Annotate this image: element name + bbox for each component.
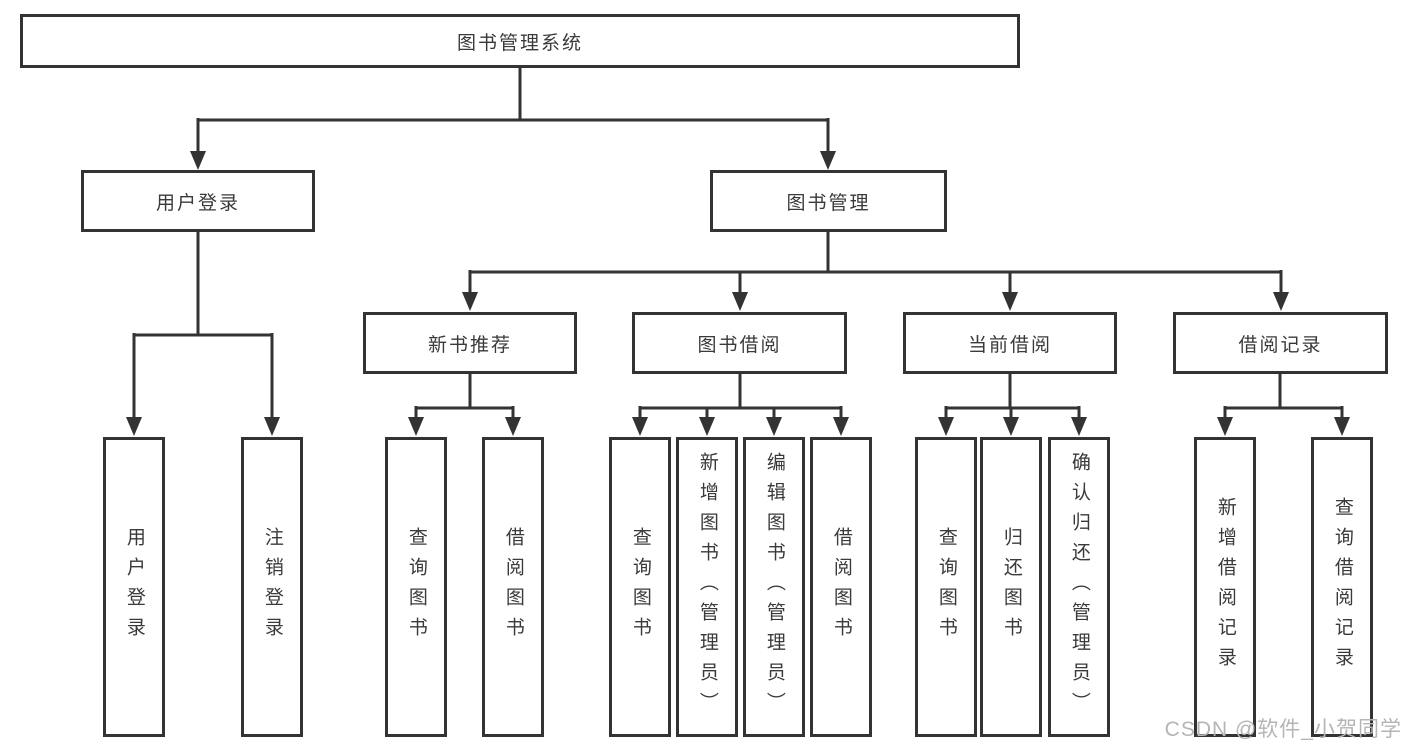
- node-new-book-recommend: 新书推荐: [363, 312, 577, 374]
- connector-book-borrow: [638, 374, 843, 421]
- node-user-login: 用户登录: [81, 170, 315, 232]
- arrowhead: [699, 417, 715, 436]
- node-label: 用户登录: [155, 192, 240, 214]
- arrowhead: [833, 417, 849, 436]
- connector-book-management: [468, 232, 1283, 297]
- arrowhead: [1002, 292, 1018, 311]
- arrowheads: [126, 151, 1350, 436]
- node-label: 查询图书: [405, 527, 427, 647]
- node-label: 确认归还（管理员）: [1068, 452, 1090, 722]
- node-library-management-system: 图书管理系统: [20, 14, 1020, 68]
- node-label: 新书推荐: [427, 334, 512, 356]
- leaf-edit-book-admin: 编辑图书（管理员）: [743, 437, 805, 737]
- node-label: 新增图书（管理员）: [696, 452, 718, 722]
- leaf-borrow-books: 借阅图书: [482, 437, 544, 737]
- arrowhead: [505, 417, 521, 436]
- node-label: 借阅记录: [1238, 334, 1323, 356]
- connector-borrow-records: [1223, 374, 1344, 421]
- node-borrow-records: 借阅记录: [1173, 312, 1388, 374]
- arrowhead: [1071, 417, 1087, 436]
- leaf-query-books: 查询图书: [385, 437, 447, 737]
- leaf-confirm-return-admin: 确认归还（管理员）: [1048, 437, 1110, 737]
- node-label: 借阅图书: [502, 527, 524, 647]
- leaf-logout: 注销登录: [241, 437, 303, 737]
- arrowhead: [1217, 417, 1233, 436]
- node-label: 借阅图书: [830, 527, 852, 647]
- node-label: 图书管理: [786, 192, 871, 214]
- leaf-return-books: 归还图书: [980, 437, 1042, 737]
- node-book-management: 图书管理: [710, 170, 947, 232]
- arrowhead: [732, 292, 748, 311]
- arrowhead: [462, 292, 478, 311]
- arrowhead: [632, 417, 648, 436]
- node-label: 归还图书: [1000, 527, 1022, 647]
- leaf-user-login: 用户登录: [103, 437, 165, 737]
- arrowhead: [1273, 292, 1289, 311]
- leaf-query-borrow-record: 查询借阅记录: [1311, 437, 1373, 737]
- node-label: 注销登录: [261, 527, 283, 647]
- node-label: 新增借阅记录: [1214, 497, 1236, 677]
- node-label: 用户登录: [123, 527, 145, 647]
- node-label: 查询图书: [935, 527, 957, 647]
- arrowhead: [938, 417, 954, 436]
- node-current-borrow: 当前借阅: [903, 312, 1117, 374]
- arrowhead: [408, 417, 424, 436]
- arrowhead: [126, 417, 142, 436]
- node-label: 编辑图书（管理员）: [763, 452, 785, 722]
- arrowhead: [264, 417, 280, 436]
- arrowhead: [820, 151, 836, 170]
- leaf-add-book-admin: 新增图书（管理员）: [676, 437, 738, 737]
- leaf-query-books: 查询图书: [915, 437, 977, 737]
- leaf-query-books: 查询图书: [609, 437, 671, 737]
- connector-new-book-recommend: [414, 374, 515, 421]
- node-label: 图书管理系统: [456, 32, 583, 54]
- leaf-add-borrow-record: 新增借阅记录: [1194, 437, 1256, 737]
- connector-user-login: [132, 232, 274, 420]
- node-label: 图书借阅: [697, 334, 782, 356]
- arrowhead: [766, 417, 782, 436]
- csdn-watermark: CSDN @软件_小贺同学: [1164, 718, 1402, 741]
- connector-root: [196, 68, 830, 154]
- node-label: 查询借阅记录: [1331, 497, 1353, 677]
- node-label: 当前借阅: [967, 334, 1052, 356]
- arrowhead: [190, 151, 206, 170]
- node-label: 查询图书: [629, 527, 651, 647]
- leaf-borrow-books: 借阅图书: [810, 437, 872, 737]
- connector-current-borrow: [944, 374, 1081, 421]
- arrowhead: [1334, 417, 1350, 436]
- arrowhead: [1003, 417, 1019, 436]
- node-book-borrow: 图书借阅: [632, 312, 847, 374]
